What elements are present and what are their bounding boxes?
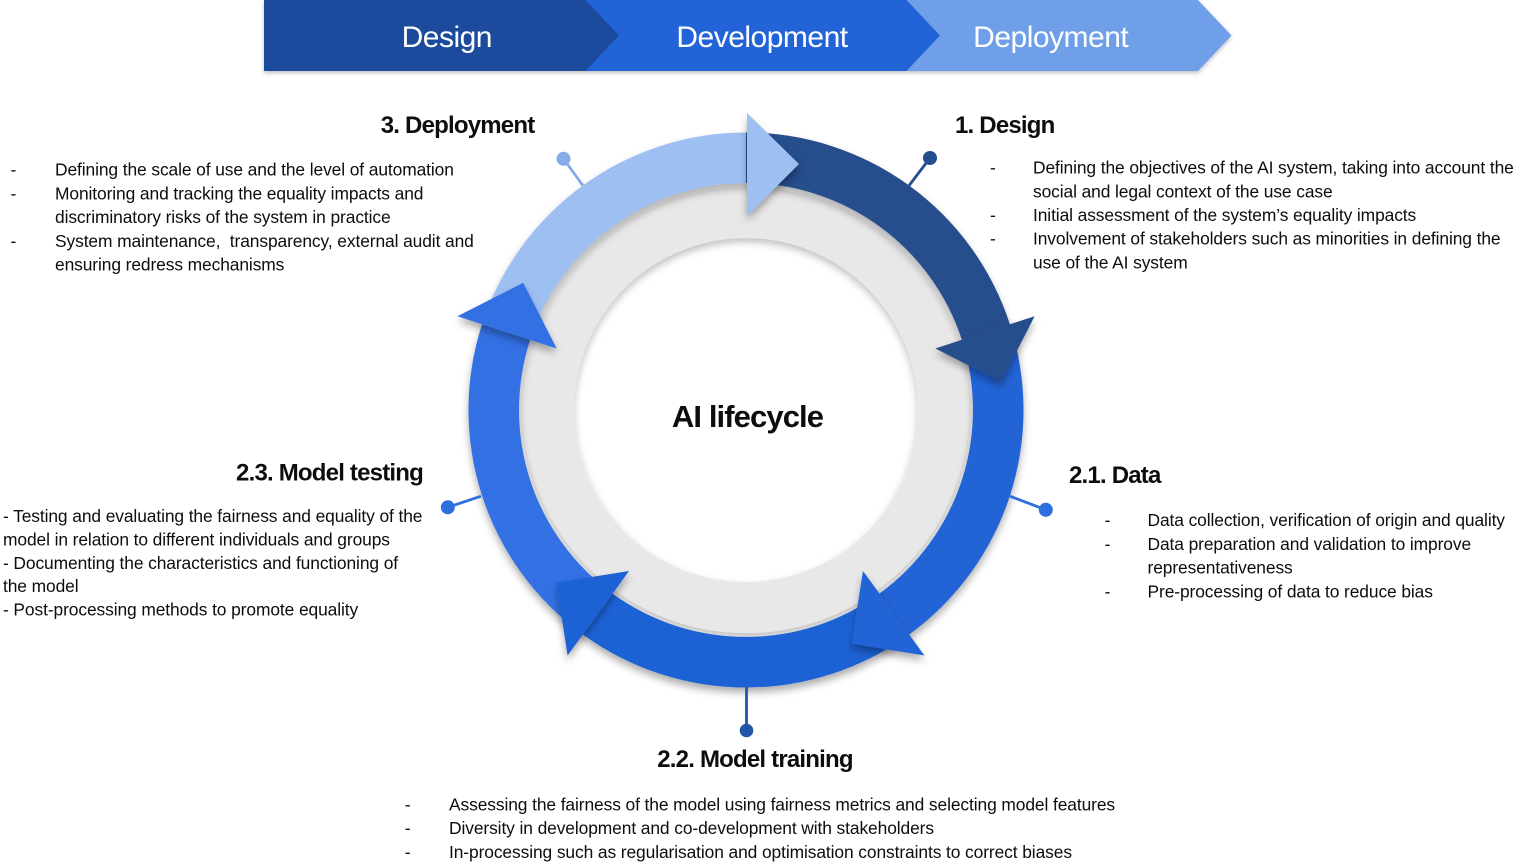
svg-text:2.3. Model testing: 2.3. Model testing	[236, 460, 423, 487]
svg-text:- Post-processing methods to p: - Post-processing methods to promote equ…	[3, 599, 358, 619]
svg-text:Monitoring and tracking the eq: Monitoring and tracking the equality imp…	[55, 183, 423, 203]
svg-text:-: -	[990, 158, 996, 178]
svg-text:System maintenance, transpare: System maintenance, transparency, extern…	[55, 231, 474, 251]
svg-text:-: -	[405, 842, 411, 862]
svg-text:- Documenting the characterist: - Documenting the characteristics and fu…	[3, 553, 398, 573]
svg-text:Diversity in development and c: Diversity in development and co-developm…	[449, 818, 934, 838]
svg-text:-: -	[11, 160, 17, 180]
svg-text:-: -	[405, 795, 411, 815]
svg-text:discriminatory risks of the sy: discriminatory risks of the system in pr…	[55, 207, 391, 227]
svg-text:- Testing and evaluating the f: - Testing and evaluating the fairness an…	[3, 506, 422, 526]
svg-text:-: -	[11, 183, 17, 203]
svg-text:Deployment: Deployment	[973, 21, 1129, 54]
svg-text:ensuring redress mechanisms: ensuring redress mechanisms	[55, 255, 285, 275]
svg-text:Data collection, verification: Data collection, verification of origin …	[1148, 510, 1506, 530]
svg-text:AI lifecycle: AI lifecycle	[672, 399, 824, 434]
svg-text:In-processing such as regulari: In-processing such as regularisation and…	[449, 842, 1072, 862]
svg-text:1. Design: 1. Design	[955, 112, 1055, 139]
svg-text:-: -	[1105, 534, 1111, 554]
svg-text:2.1. Data: 2.1. Data	[1069, 462, 1162, 489]
svg-text:Development: Development	[676, 21, 848, 54]
svg-text:Assessing the fairness of the: Assessing the fairness of the model usin…	[449, 795, 1115, 815]
svg-text:-: -	[990, 205, 996, 225]
svg-text:use of the AI system: use of the AI system	[1033, 252, 1188, 272]
svg-text:-: -	[990, 229, 996, 249]
svg-text:-: -	[1105, 510, 1111, 530]
svg-text:2.2. Model training: 2.2. Model training	[657, 746, 853, 773]
svg-text:Defining the objectives of the: Defining the objectives of the AI system…	[1033, 158, 1514, 178]
svg-text:3. Deployment: 3. Deployment	[381, 112, 535, 139]
svg-text:Design: Design	[402, 21, 492, 54]
svg-text:Defining the scale of use and: Defining the scale of use and the level …	[55, 160, 454, 180]
svg-text:representativeness: representativeness	[1148, 558, 1294, 578]
svg-text:Data preparation and validatio: Data preparation and validation to impro…	[1148, 534, 1472, 554]
svg-text:Pre-processing of data to redu: Pre-processing of data to reduce bias	[1148, 581, 1434, 601]
svg-text:the model: the model	[3, 576, 78, 596]
svg-text:-: -	[405, 818, 411, 838]
svg-text:social and legal context of th: social and legal context of the use case	[1033, 182, 1333, 202]
svg-text:Involvement of stakeholders su: Involvement of stakeholders such as mino…	[1033, 229, 1500, 249]
svg-text:-: -	[11, 231, 17, 251]
svg-text:Initial assessment of the syst: Initial assessment of the system’s equal…	[1033, 205, 1417, 225]
svg-text:model in relation to different: model in relation to different individua…	[3, 530, 390, 550]
svg-text:-: -	[1105, 581, 1111, 601]
